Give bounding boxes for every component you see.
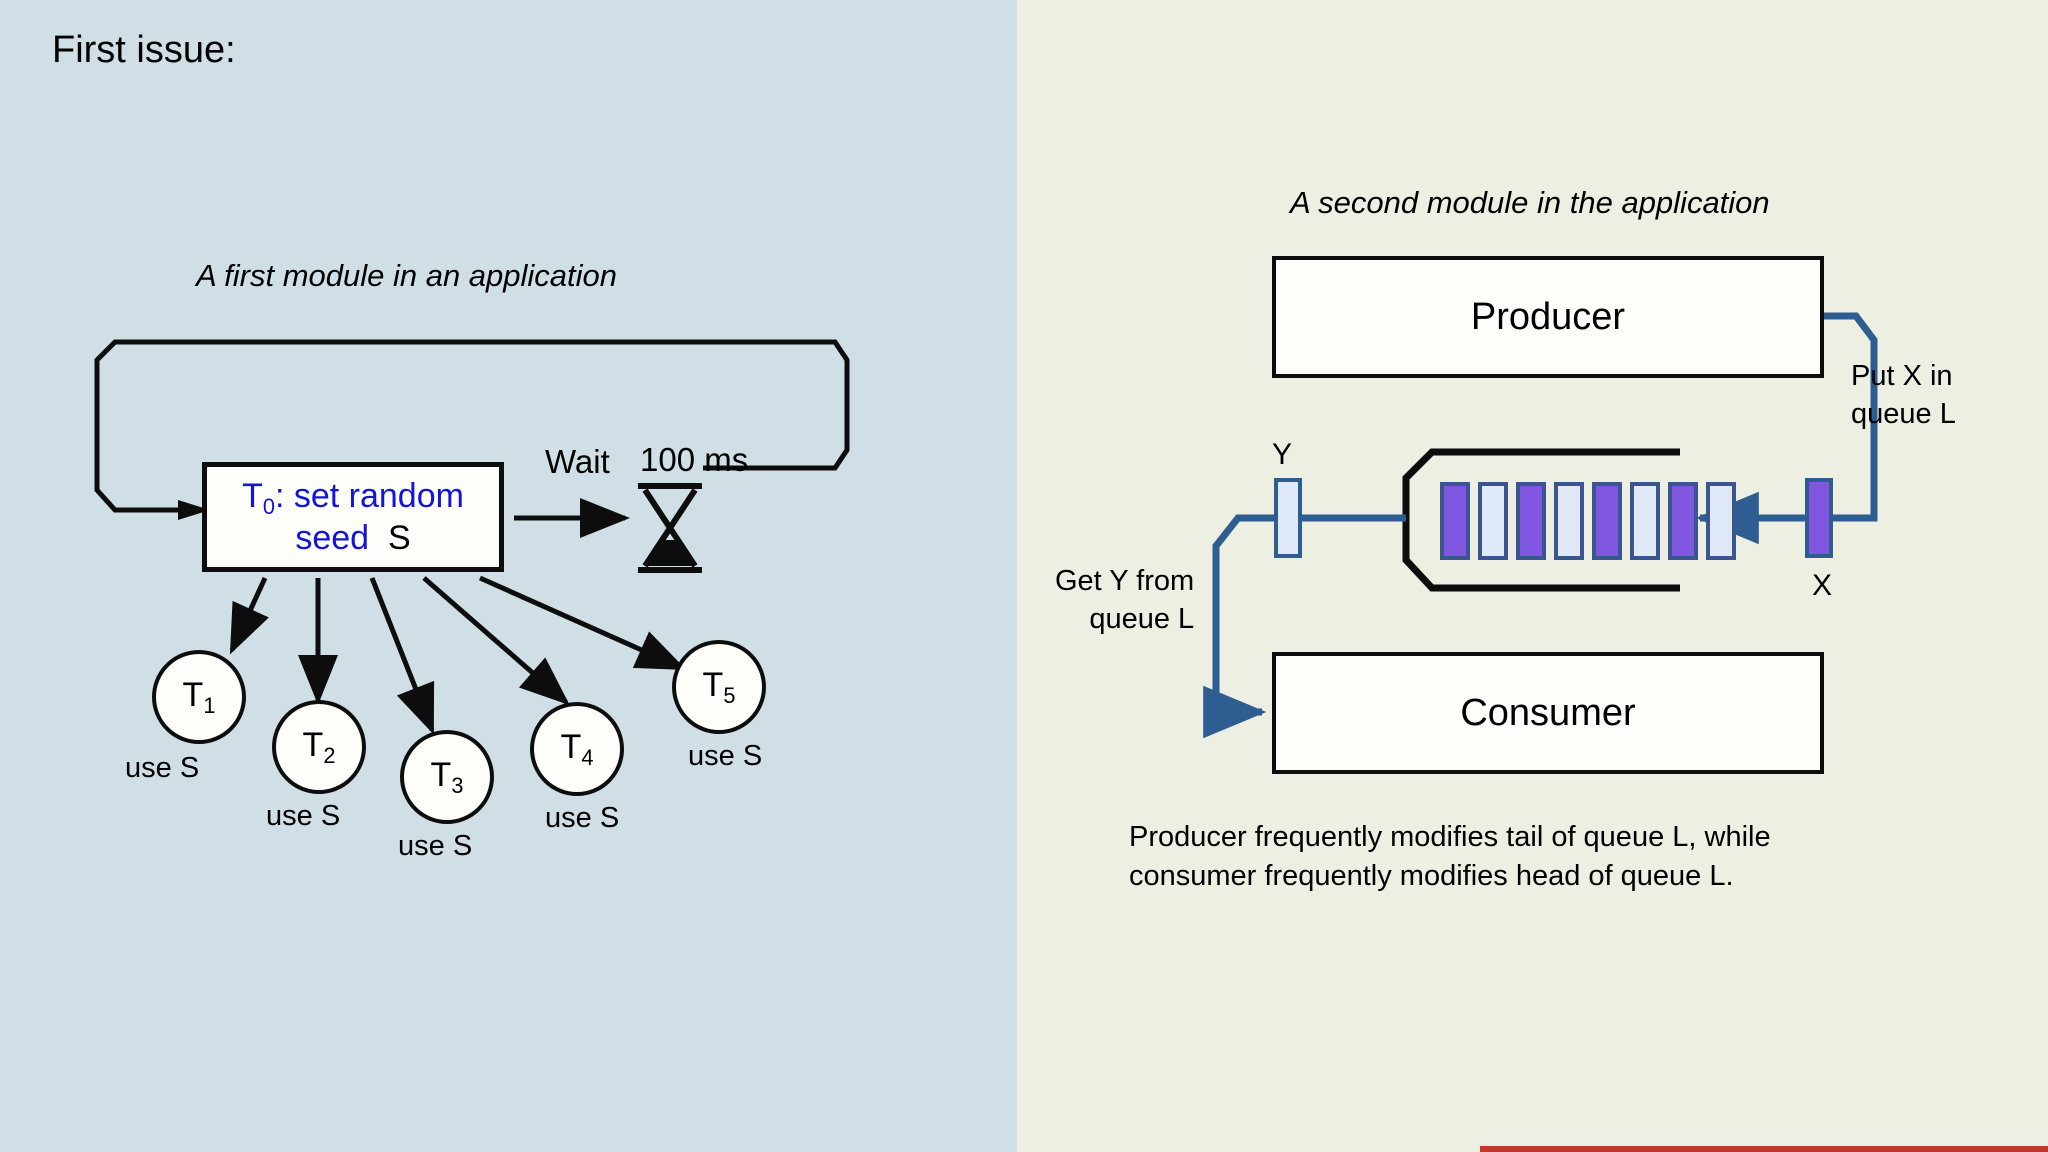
queue-cell-7[interactable] [1668,482,1698,560]
consumer-box[interactable]: Consumer [1272,652,1824,774]
task-circle-t3[interactable]: T3 [400,730,494,824]
t0-task-box[interactable]: T0: set random seed S [202,462,504,572]
task-note-t5: use S [688,740,763,772]
t0-text: : set random [274,476,464,515]
t0-line-2: seed S [295,519,410,557]
consumer-label: Consumer [1460,691,1636,734]
queue-cell-8[interactable] [1706,482,1736,560]
queue-cell-5[interactable] [1592,482,1622,560]
queue-cell-4[interactable] [1554,482,1584,560]
bottom-accent-bar [1480,1146,2048,1152]
producer-box[interactable]: Producer [1272,256,1824,378]
get-operation-label: Get Y from queue L [1055,565,1195,635]
task-circle-t2-label: T2 [302,725,336,768]
wait-label: Wait [545,443,610,480]
queue-contention-note: Producer frequently modifies tail of que… [1129,821,1771,892]
left-panel-background [0,0,1017,1152]
task-note-t2: use S [266,800,341,832]
producer-label: Producer [1470,295,1626,338]
task-circle-t4[interactable]: T4 [530,702,624,796]
task-note-t4: use S [545,802,620,834]
task-note-t1: use S [125,752,200,784]
task-circle-t5-label: T5 [702,665,736,708]
right-module-caption: A second module in the application [1290,185,1770,220]
task-circle-t5[interactable]: T5 [672,640,766,734]
queue-cell-1[interactable] [1440,482,1470,560]
queue-cell-2[interactable] [1478,482,1508,560]
t0-line-1: T0: set random [242,477,464,519]
task-circle-t2[interactable]: T2 [272,700,366,794]
page-title: First issue: [52,29,236,71]
t0-subscript: 0 [262,493,275,519]
queue-cell-6[interactable] [1630,482,1660,560]
task-circle-t4-label: T4 [560,727,594,770]
task-circle-t1-label: T1 [182,675,216,718]
wait-duration-label: 100 ms [640,441,749,478]
y-item-label: Y [1272,438,1293,471]
t0-name: T [242,476,263,515]
x-item-label: X [1812,569,1833,602]
task-circle-t3-label: T3 [430,755,464,798]
t0-seed-word: seed [295,519,370,558]
queue-cell-3[interactable] [1516,482,1546,560]
queue-item-x[interactable] [1805,478,1833,558]
queue-item-y[interactable] [1274,478,1302,558]
t0-seed-symbol: S [387,519,411,558]
task-note-t3: use S [398,830,473,862]
left-module-caption: A first module in an application [196,258,618,293]
put-operation-label: Put X in queue L [1851,360,1956,430]
task-circle-t1[interactable]: T1 [152,650,246,744]
